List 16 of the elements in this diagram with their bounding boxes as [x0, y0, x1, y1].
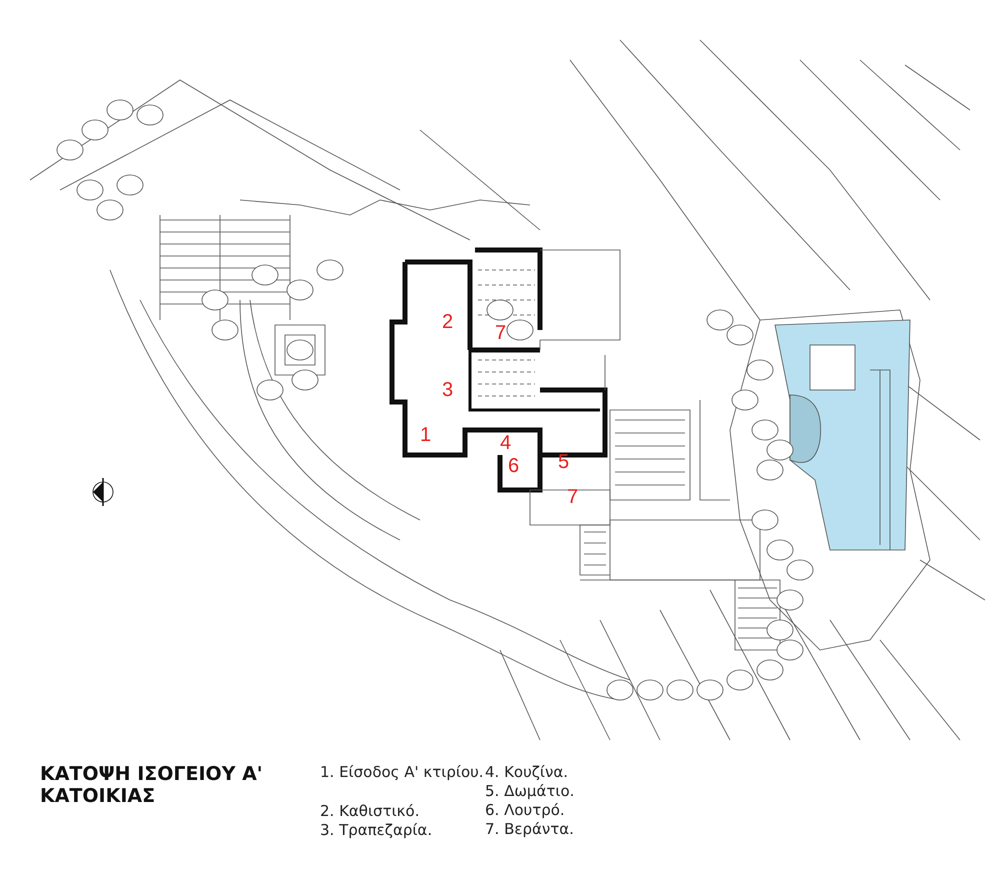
- room-number: 7: [567, 487, 578, 507]
- room-number: 1: [420, 425, 432, 445]
- room-number: 7: [495, 323, 506, 343]
- room-number: 2: [442, 312, 454, 332]
- room-number: 5: [558, 452, 570, 472]
- legend-entry: 4. Κουζίνα.: [485, 763, 570, 782]
- legend-entry: 7. Βεράντα.: [485, 820, 575, 839]
- legend-entry: 2. Καθιστικό.: [320, 802, 420, 821]
- legend-entry: 6. Λουτρό.: [485, 801, 566, 820]
- plan-title: ΚΑΤΟΨΗ ΙΣΟΓΕΙΟΥ Α' ΚΑΤΟΙΚΙΑΣ: [40, 763, 264, 807]
- legend-entry: 3. Τραπεζαρία.: [320, 821, 434, 840]
- room-number: 3: [442, 380, 454, 400]
- legend-entry: 1. Είσοδος Α' κτιρίου.: [320, 763, 485, 782]
- legend-entry: 5. Δωμάτιο.: [485, 782, 576, 801]
- room-number: 4: [500, 433, 512, 453]
- room-number: 6: [508, 456, 520, 476]
